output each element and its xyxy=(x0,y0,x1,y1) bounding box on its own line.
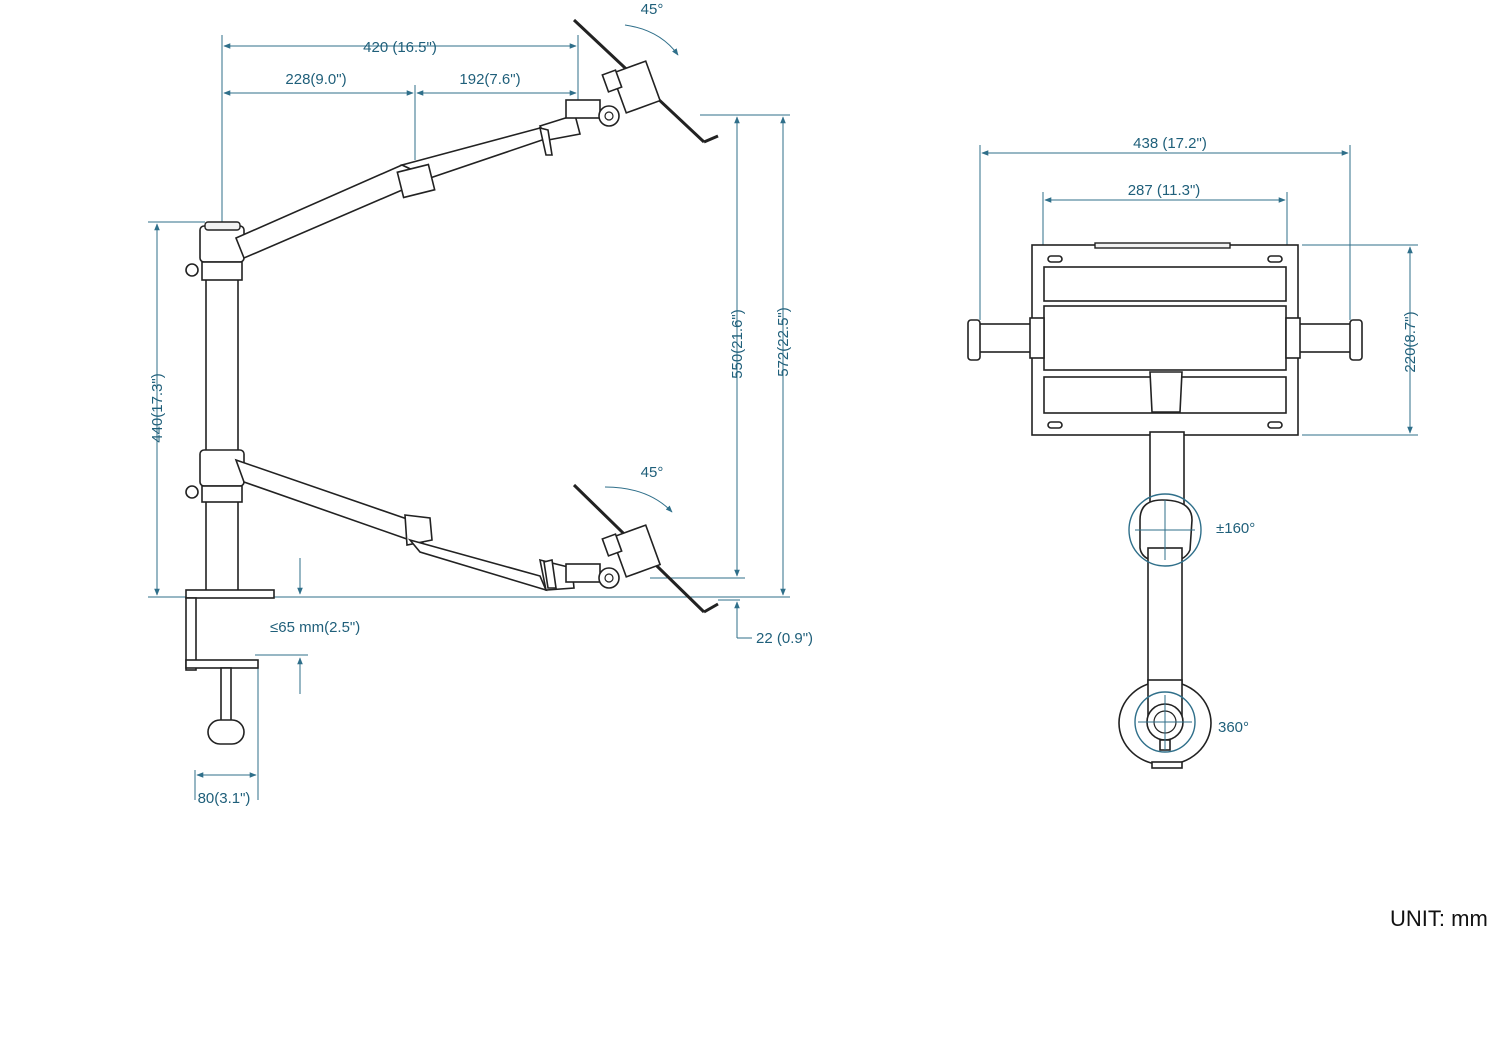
rotation-360-circle xyxy=(1134,691,1196,753)
right-grip-end xyxy=(1349,319,1363,361)
clamp-back xyxy=(185,597,197,671)
lower-knob xyxy=(185,485,199,499)
upper-collar xyxy=(199,225,245,263)
bottom-offset-label: 22 (0.9") xyxy=(756,630,813,647)
front-view: 438 (17.2") 287 (11.3") 220(8.7") ±160° … xyxy=(967,135,1419,769)
lower-pivot-joint xyxy=(598,567,620,589)
rotation-guides xyxy=(1128,493,1202,753)
rotation-360-label: 360° xyxy=(1218,719,1249,736)
tilt-top-label: 45° xyxy=(641,1,664,18)
rotation-160-label: ±160° xyxy=(1216,520,1255,537)
upper-collar-ring xyxy=(201,261,243,281)
tray-slot-top xyxy=(1043,266,1287,302)
right-grip-clamp xyxy=(1285,317,1301,359)
pole-cap xyxy=(204,221,241,231)
pole-assembly xyxy=(185,221,275,745)
upper-arm xyxy=(234,99,620,260)
left-grip-clamp xyxy=(1029,317,1045,359)
side-grips xyxy=(967,317,1363,361)
tray-width-min-label: 287 (11.3") xyxy=(1128,182,1201,199)
arm2-length-label: 192(7.6") xyxy=(459,71,520,88)
tray-width-max-label: 438 (17.2") xyxy=(1133,135,1207,152)
side-view: 420 (16.5") 228(9.0") 192(7.6") 45° 45° … xyxy=(148,1,813,807)
clamp-screw xyxy=(220,667,232,724)
arm1-length-label: 228(9.0") xyxy=(285,71,346,88)
upper-tray xyxy=(572,18,719,144)
lower-arm xyxy=(234,458,620,592)
tray-height-label: 220(8.7") xyxy=(1402,311,1419,372)
lower-collar xyxy=(199,449,245,487)
right-grip-bar xyxy=(1295,323,1353,353)
pole xyxy=(205,239,239,596)
height-572-label: 572(22.5") xyxy=(775,307,792,377)
front-lower-arm xyxy=(1147,547,1183,699)
lower-collar-ring xyxy=(201,485,243,503)
front-extension-lines xyxy=(979,145,1418,436)
total-reach-label: 420 (16.5") xyxy=(363,39,437,56)
height-550-label: 550(21.6") xyxy=(729,309,746,379)
tray-slot-middle xyxy=(1043,305,1287,371)
tray-top-lip xyxy=(1094,242,1231,249)
clamp-top-plate xyxy=(185,589,275,599)
tilt-bottom-label: 45° xyxy=(641,464,664,481)
clamp-handle xyxy=(207,719,245,745)
front-dimension-lines xyxy=(981,150,1413,434)
rotation-160-circle xyxy=(1128,493,1202,567)
left-grip-end xyxy=(967,319,981,361)
clamp-bottom-plate xyxy=(185,659,259,669)
upper-knob xyxy=(185,263,199,277)
unit-label: UNIT: mm xyxy=(1390,906,1488,931)
side-dimension-lines xyxy=(154,24,786,778)
lower-tray xyxy=(572,483,719,614)
upper-pivot-joint xyxy=(598,105,620,127)
left-grip-bar xyxy=(977,323,1035,353)
clamp-width-label: 80(3.1") xyxy=(198,790,251,807)
pole-height-label: 440(17.3") xyxy=(149,373,166,443)
desk-clamp-thickness-label: ≤65 mm(2.5") xyxy=(270,619,360,636)
